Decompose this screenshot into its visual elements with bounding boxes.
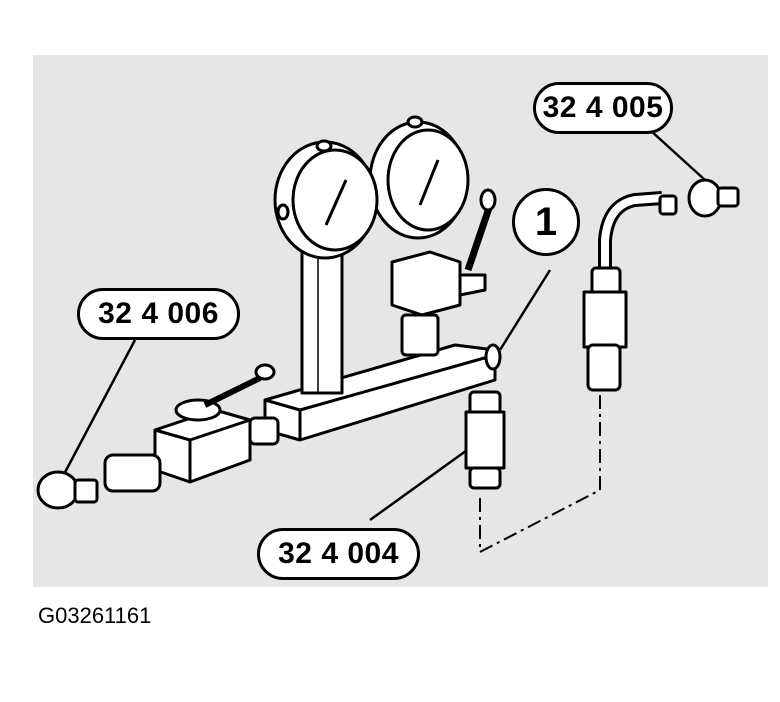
figure-code: G03261161 <box>38 603 152 628</box>
callout-324005: 32 4 005 <box>533 82 673 134</box>
callout-label: 32 4 005 <box>542 91 664 124</box>
adapter-324006 <box>36 470 99 510</box>
right-gauge-fitting <box>390 188 497 357</box>
leader-lines <box>60 129 706 522</box>
bent-pipe <box>582 191 678 392</box>
left-gauge-post <box>300 243 344 395</box>
adapter-324004 <box>464 390 506 490</box>
left-valve <box>103 363 280 493</box>
left-pressure-gauge <box>273 139 379 260</box>
callout-item-1: 1 <box>512 188 580 256</box>
callout-label: 32 4 004 <box>278 537 399 570</box>
callout-label: 32 4 006 <box>98 297 219 330</box>
manifold-block <box>263 343 502 442</box>
adapter-324005 <box>687 178 740 218</box>
dashed-connection <box>479 395 601 553</box>
callout-label: 1 <box>534 199 558 244</box>
callout-324006: 32 4 006 <box>77 288 240 340</box>
right-pressure-gauge <box>368 115 470 240</box>
callout-324004: 32 4 004 <box>257 528 420 580</box>
